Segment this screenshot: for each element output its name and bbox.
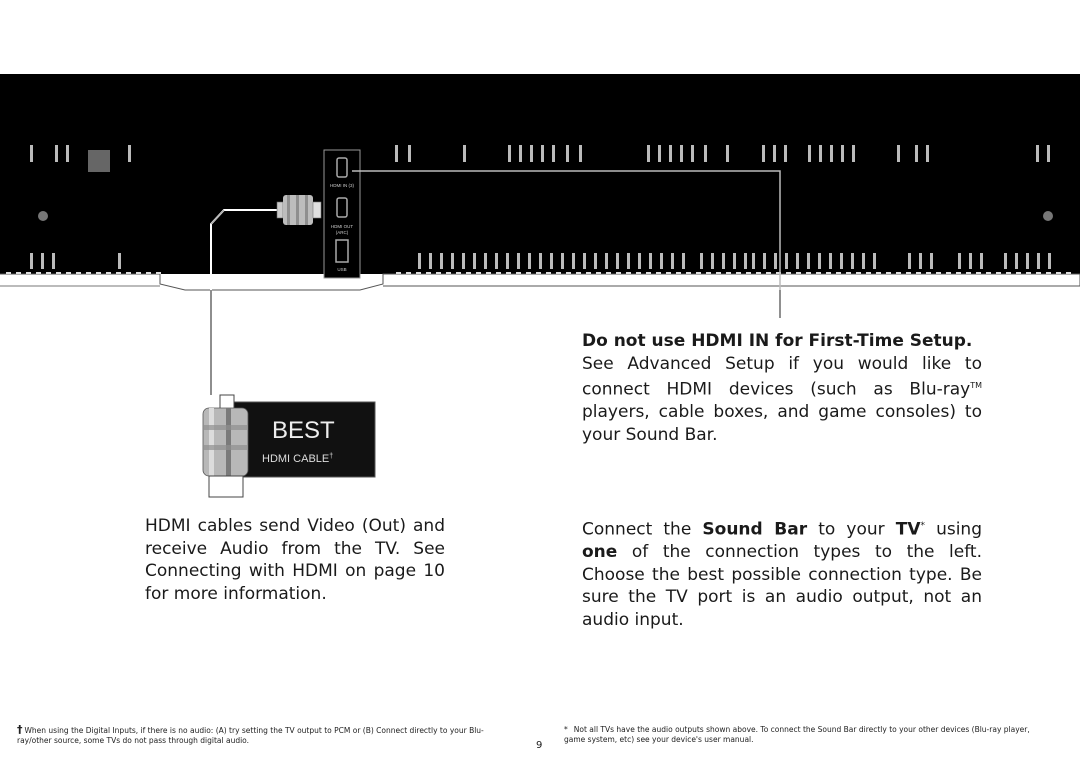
vent-ticks-bottom [30, 253, 121, 269]
section-heading: Do not use HDMI IN for First-Time Setup. [582, 331, 973, 351]
port-label-hdmi-out: HDMI OUT [331, 224, 353, 229]
right-column: Do not use HDMI IN for First-Time Setup.… [582, 330, 982, 446]
footnote-right: *Not all TVs have the audio outputs show… [564, 725, 1030, 744]
hdmi-out-port [336, 197, 348, 218]
port-label-arc: (ARC) [336, 230, 349, 235]
port-panel [323, 149, 361, 279]
cable-badge-subtitle: HDMI CABLE† [262, 453, 333, 465]
hdmi-plug-bottom [202, 394, 249, 498]
cable-badge-title: BEST [272, 417, 335, 444]
footnote-left: †When using the Digital Inputs, if there… [17, 723, 484, 745]
cable-badge [231, 401, 376, 478]
tv-bottom-edge [0, 273, 1080, 291]
advanced-setup-paragraph: See Advanced Setup if you would like to … [582, 353, 982, 445]
screw-hole-left [38, 211, 48, 221]
tv-back-panel-diagram: HDMI IN (3) HDMI OUT (ARC) USB BEST HDMI… [0, 74, 1080, 498]
usb-port [335, 239, 349, 263]
port-label-usb: USB [337, 267, 346, 272]
connect-sound-bar-paragraph: Connect the Sound Bar to your TV* using … [582, 519, 983, 630]
callout-line [352, 170, 781, 318]
port-label-hdmi-in: HDMI IN (3) [330, 183, 355, 188]
hdmi-cables-paragraph: HDMI cables send Video (Out) and receive… [145, 516, 445, 604]
panel-square [88, 150, 110, 172]
page-number: 9 [536, 740, 543, 751]
bottom-dashes [6, 272, 1071, 274]
screw-hole-right [1043, 211, 1053, 221]
hdmi-plug-top [276, 195, 322, 225]
footnote-dagger: † [17, 723, 23, 736]
tv-back-panel [0, 74, 1080, 274]
footnote-asterisk: * [564, 725, 568, 734]
vent-ticks-top [30, 145, 1050, 162]
vent-ticks-bottom-right [418, 253, 1051, 269]
hdmi-in-port [336, 157, 348, 178]
